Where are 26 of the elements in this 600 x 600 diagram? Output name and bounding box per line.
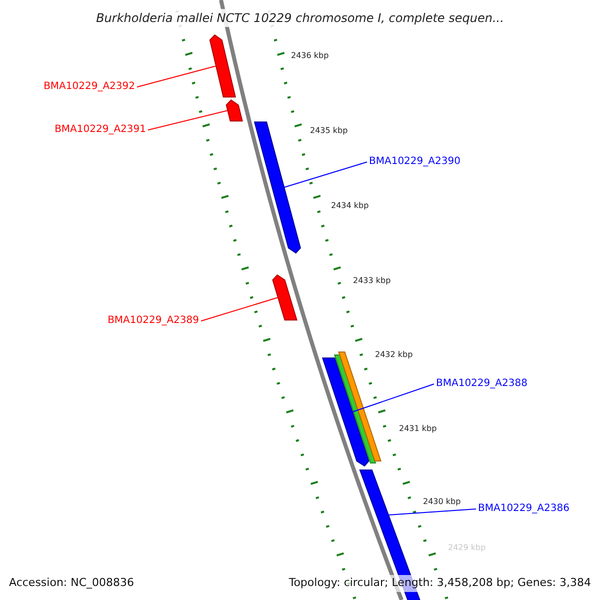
gene-label: BMA10229_A2392 — [44, 80, 135, 94]
gene-label: BMA10229_A2388 — [436, 377, 528, 391]
accession-text: Accession: NC_008836 — [9, 575, 134, 592]
leader-line — [352, 384, 434, 412]
gene-bar — [254, 122, 301, 254]
tick-label: 2431 kbp — [399, 424, 437, 434]
tick-label: 2434 kbp — [331, 201, 369, 211]
gene-bar — [272, 274, 298, 320]
gene-label: BMA10229_A2391 — [54, 123, 146, 137]
gene-label: BMA10229_A2389 — [108, 314, 199, 328]
gene-bar — [209, 34, 236, 98]
gene-bar — [226, 99, 243, 122]
leader-line — [136, 66, 216, 88]
tick-label: 2430 kbp — [423, 497, 461, 507]
gene-label: BMA10229_A2390 — [369, 155, 460, 169]
tick-label: 2432 kbp — [375, 350, 413, 360]
leader-line — [387, 508, 476, 516]
tick-label: 2435 kbp — [310, 126, 348, 136]
leader-line — [148, 110, 228, 130]
leader-line — [200, 297, 278, 322]
tick-label: 2433 kbp — [353, 276, 391, 286]
leader-line — [283, 162, 368, 188]
gene-bar — [322, 358, 370, 467]
gene-label: BMA10229_A2386 — [478, 502, 570, 516]
sequence-info-text: Topology: circular; Length: 3,458,208 bp; Genes: 3,384 — [288, 575, 591, 592]
tick-label: 2436 kbp — [291, 51, 329, 61]
